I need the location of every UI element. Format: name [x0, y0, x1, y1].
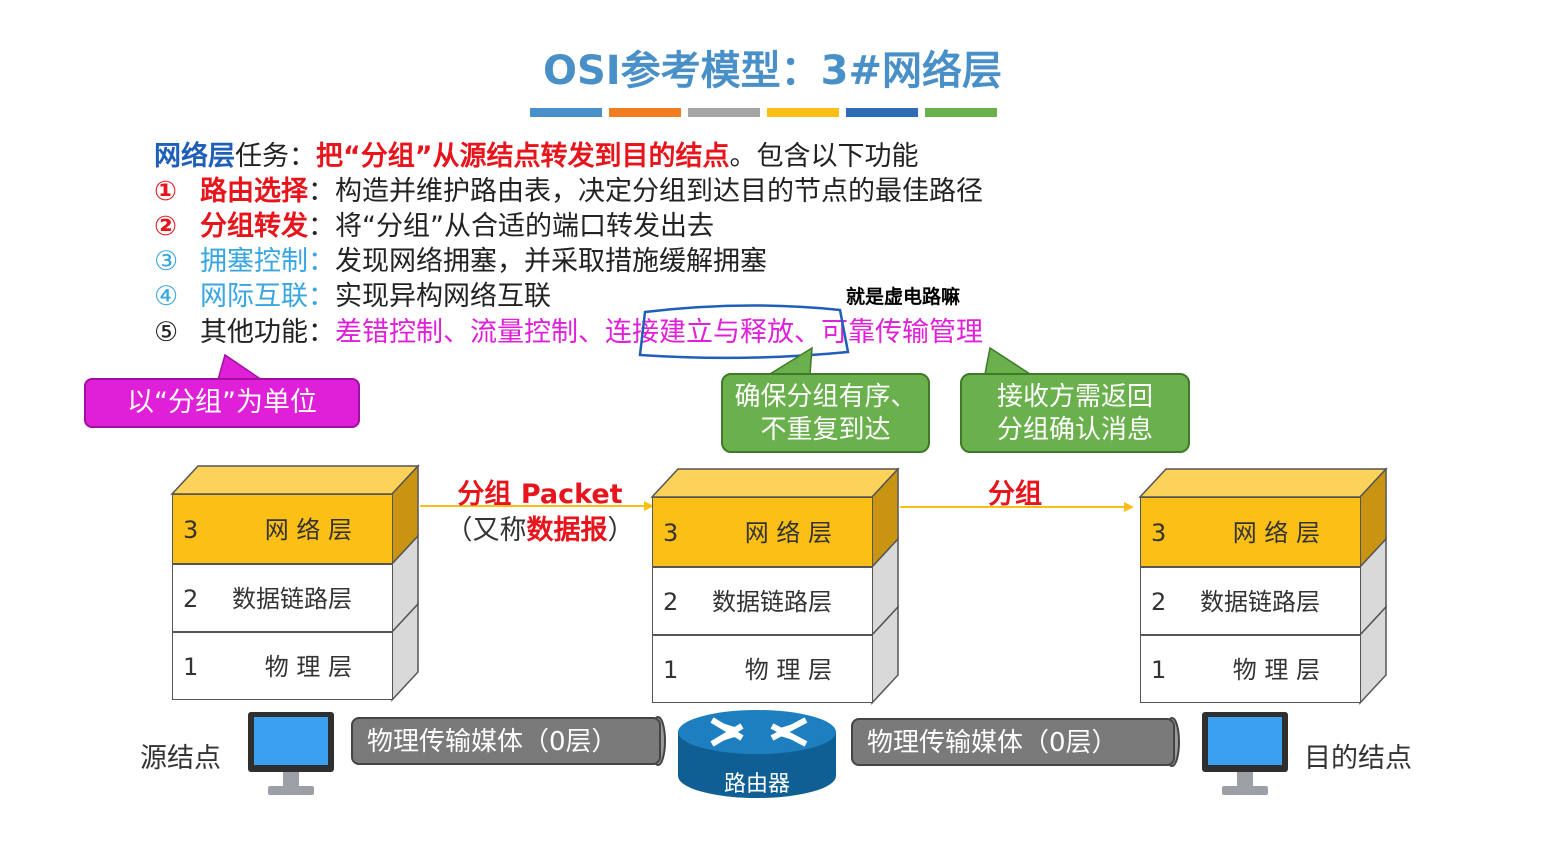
page-title: OSI参考模型：3#网络层 [542, 48, 1003, 94]
ack-callout-line-1: 接收方需返回 [996, 382, 1153, 412]
layer-name: 网 络 层 [744, 519, 832, 547]
function-sep: ： [308, 281, 335, 312]
color-bar-segment-3 [688, 108, 760, 117]
function-other: ⑤ 其他功能：差错控制、流量控制、连接建立与释放、可靠传输管理 [154, 316, 983, 350]
color-bar-segment-6 [925, 108, 997, 117]
layer-number: 3 [1151, 519, 1167, 547]
packet-label-sub: （又称数据报） [430, 508, 650, 547]
router-label: 路由器 [723, 772, 790, 797]
function-routing: ① 路由选择：构造并维护路由表，决定分组到达目的节点的最佳路径 [154, 175, 983, 209]
physical-medium-1: 物理传输媒体（0层） [351, 717, 661, 765]
function-interconnect: ④ 网际互联：实现异构网络互联 [154, 280, 551, 314]
highlight-circle [638, 304, 850, 360]
function-desc: 构造并维护路由表，决定分组到达目的节点的最佳路径 [335, 176, 983, 207]
function-desc: 将“分组”从合适的端口转发出去 [335, 211, 714, 242]
packet-sub-suffix: ） [607, 515, 635, 546]
task-main: 把“分组”从源结点转发到目的结点 [316, 141, 730, 172]
function-number: ④ [154, 281, 179, 312]
layer-number: 2 [183, 585, 199, 613]
stack-2-top-face [650, 468, 900, 498]
function-congestion: ③ 拥塞控制：发现网络拥塞，并采取措施缓解拥塞 [154, 245, 767, 279]
task-subject: 网络层 [154, 141, 235, 172]
source-node-label: 源结点 [140, 743, 221, 774]
task-label: 任务： [235, 141, 316, 172]
layer-number: 3 [663, 519, 679, 547]
layer-number: 2 [1151, 588, 1167, 616]
dest-node-label: 目的结点 [1304, 743, 1412, 774]
layer-name: 物 理 层 [1232, 656, 1320, 684]
layer-number: 3 [183, 516, 199, 544]
ack-callout: 接收方需返回 分组确认消息 [960, 373, 1190, 453]
layer-physical: 1 物 理 层 [1140, 635, 1361, 703]
packet-label: 分组 Packet [457, 479, 623, 510]
layer-datalink: 2 数据链路层 [172, 564, 393, 632]
packet-arrow-1-head [644, 501, 654, 511]
order-callout-pointer [767, 346, 813, 375]
order-callout: 确保分组有序、 不重复到达 [721, 373, 930, 453]
unit-callout-pointer [217, 353, 265, 381]
destination-computer-icon [1202, 712, 1288, 795]
other-item-2: 连接建立与释放 [605, 317, 794, 348]
layer-physical: 1 物 理 层 [172, 632, 393, 700]
function-sep: ： [308, 211, 335, 242]
physical-medium-2: 物理传输媒体（0层） [851, 718, 1175, 766]
function-number: ② [154, 211, 177, 242]
layer-name: 数据链路层 [232, 585, 352, 613]
layer-number: 1 [183, 653, 199, 681]
other-item-3: 、可靠传输管理 [794, 317, 983, 348]
router-icon [678, 710, 836, 798]
function-forwarding: ② 分组转发：将“分组”从合适的端口转发出去 [154, 210, 714, 244]
ack-callout-pointer [984, 346, 1033, 375]
layer-number: 1 [1151, 656, 1167, 684]
layer-network: 3 网 络 层 [172, 494, 393, 564]
task-suffix: 。包含以下功能 [729, 141, 919, 172]
layer-name: 物 理 层 [264, 653, 352, 681]
layer-name: 网 络 层 [1232, 519, 1320, 547]
packet-label-2: 分组 [988, 479, 1042, 510]
function-number: ① [154, 176, 177, 207]
color-bar-segment-4 [767, 108, 839, 117]
color-bar-segment-2 [609, 108, 681, 117]
layer-datalink: 2 数据链路层 [652, 567, 873, 635]
layer-number: 2 [663, 588, 679, 616]
layer-name: 数据链路层 [1200, 588, 1320, 616]
layer-name: 物 理 层 [744, 656, 832, 684]
function-sep: ： [308, 176, 335, 207]
layer-physical: 1 物 理 层 [652, 635, 873, 703]
color-bar-segment-1 [530, 108, 602, 117]
other-item-1: 差错控制、流量控制、 [335, 317, 605, 348]
layer-name: 网 络 层 [264, 516, 352, 544]
task-line: 网络层任务：把“分组”从源结点转发到目的结点。包含以下功能 [154, 140, 919, 174]
stack-1-top-face [170, 465, 420, 495]
layer-network: 3 网 络 层 [652, 497, 873, 567]
stack-3-top-face [1138, 468, 1388, 498]
layer-network: 3 网 络 层 [1140, 497, 1361, 567]
layer-datalink: 2 数据链路层 [1140, 567, 1361, 635]
handwritten-note: 就是虚电路嘛 [846, 286, 961, 308]
layer-number: 1 [663, 656, 679, 684]
unit-callout: 以“分组”为单位 [84, 378, 360, 428]
function-name: 网际互联 [200, 281, 308, 312]
packet-sub-bold: 数据报 [526, 515, 608, 546]
ack-callout-line-2: 分组确认消息 [996, 415, 1153, 445]
function-name: 路由选择 [200, 176, 308, 207]
function-number: ⑤ [154, 317, 179, 348]
function-desc: 实现异构网络互联 [335, 281, 551, 312]
function-name: 分组转发 [200, 211, 308, 242]
function-name: 拥塞控制 [200, 246, 308, 277]
order-callout-line-2: 不重复到达 [760, 415, 891, 445]
function-name: 其他功能： [200, 317, 335, 348]
source-computer-icon [248, 712, 334, 795]
function-sep: ： [308, 246, 335, 277]
packet-arrow-2-head [1124, 502, 1134, 512]
packet-sub-prefix: （又称 [445, 515, 527, 546]
function-desc: 发现网络拥塞，并采取措施缓解拥塞 [335, 246, 767, 277]
layer-name: 数据链路层 [712, 588, 832, 616]
order-callout-line-1: 确保分组有序、 [734, 382, 917, 412]
color-bar-segment-5 [846, 108, 918, 117]
function-number: ③ [154, 246, 179, 277]
